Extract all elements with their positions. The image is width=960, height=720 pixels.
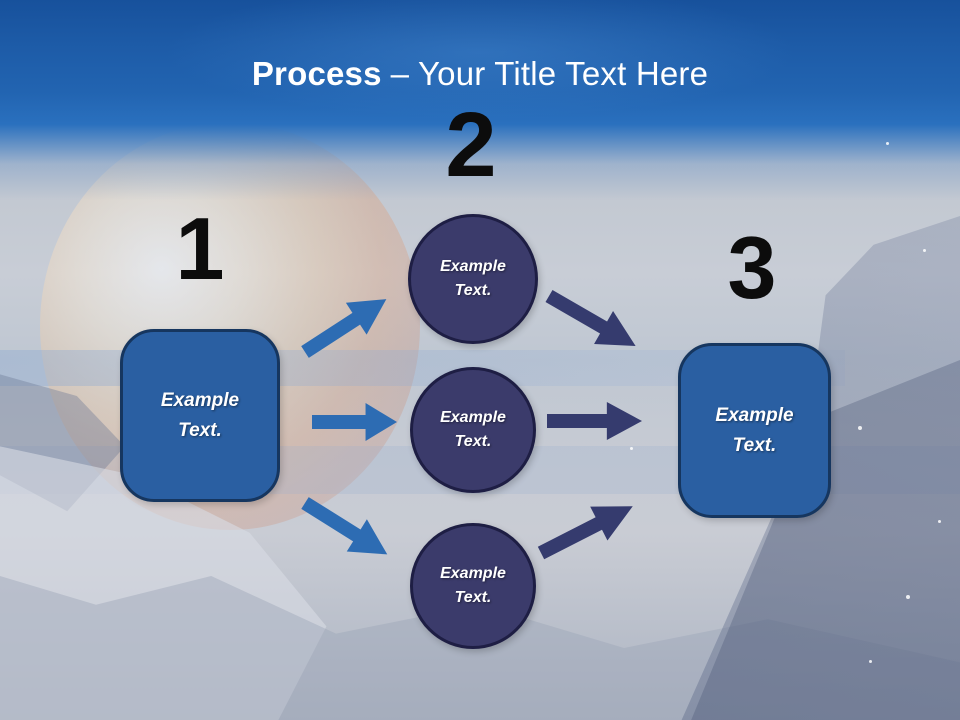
header-blue-gradient [0,0,960,200]
step3-box: Example Text. [678,343,831,518]
star [869,660,872,663]
step-number-1: 1 [175,199,225,298]
star [906,595,910,599]
step2-circle-top-label: Example Text. [440,258,506,299]
arrow-shape [537,506,633,560]
step2-circle-bottom: Example Text. [410,523,536,649]
step2-circle-middle: Example Text. [410,367,536,493]
step3-box-label: Example Text. [715,405,794,456]
step-number-2: 2 [445,94,497,196]
star [923,249,926,252]
star [938,520,941,523]
arrow-box1-to-circle-top [301,299,387,358]
arrow-shape [545,289,636,346]
arrow-shape [301,497,388,555]
step-number-3: 3 [727,218,777,317]
star [858,426,862,430]
arrow-box1-to-circle-middle [312,403,397,441]
arrow-circle-middle-to-box3 [547,402,642,440]
arrow-circle-bottom-to-box3 [537,506,633,560]
arrow-shape [312,403,397,441]
step2-circle-middle-label: Example Text. [440,409,506,450]
arrow-shape [547,402,642,440]
slide-title: Process– Your Title Text Here [0,54,960,94]
step2-circle-bottom-label: Example Text. [440,565,506,606]
title-emphasis: Process [251,55,382,92]
arrow-circle-top-to-box3 [545,289,636,346]
step1-box: Example Text. [120,329,280,502]
star [630,447,633,450]
title-subtitle: – Your Title Text Here [390,55,709,92]
arrow-shape [301,299,387,358]
star [886,142,889,145]
step2-circle-top: Example Text. [408,214,538,344]
arrow-box1-to-circle-bottom [301,497,388,555]
step1-box-label: Example Text. [160,390,240,441]
